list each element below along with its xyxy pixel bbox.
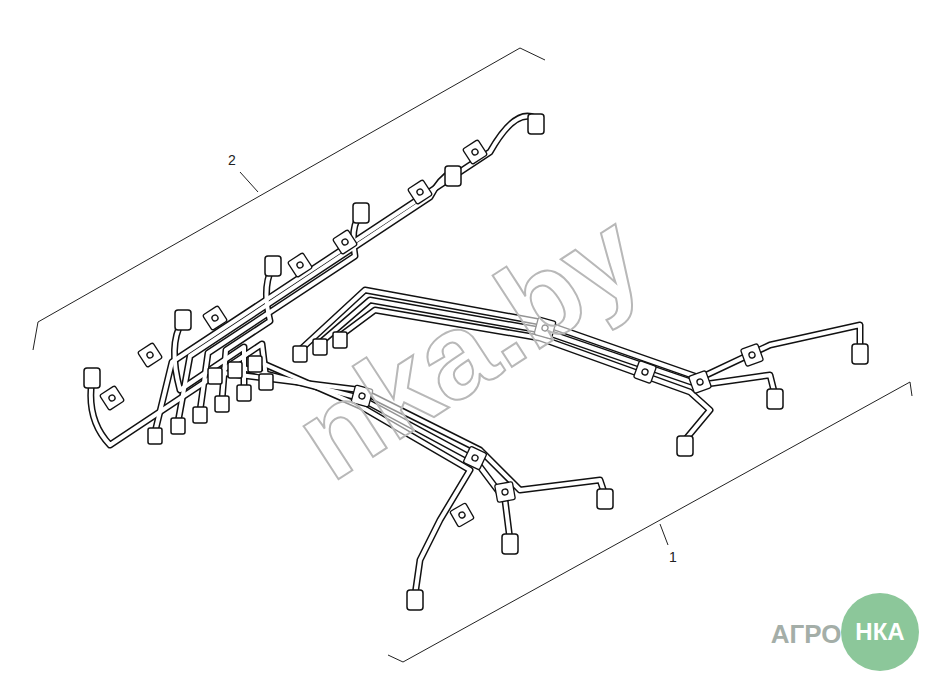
union-nut <box>171 418 185 434</box>
clamp-bolt <box>748 351 756 359</box>
pipe-clamp <box>495 482 516 503</box>
clamps <box>100 140 764 528</box>
bracket-line <box>388 382 912 662</box>
union-nut <box>852 344 868 364</box>
group-bracket <box>33 48 912 662</box>
union-nut <box>677 436 693 456</box>
clamp-body <box>688 370 711 393</box>
logo-text: АГРО <box>771 621 842 647</box>
union-nut <box>248 356 262 372</box>
pipe-clamp <box>450 503 475 528</box>
clamp-bolt <box>458 511 466 519</box>
pipe-clamp <box>100 386 125 411</box>
pipe-clamp <box>740 343 763 366</box>
pipe-clamp <box>203 306 228 331</box>
union-nut <box>193 407 207 423</box>
union-nut <box>84 368 100 388</box>
union-nut <box>313 339 327 355</box>
clamp-body <box>100 386 125 411</box>
pipe-clamp <box>688 370 711 393</box>
clamp-body <box>463 446 487 470</box>
clamp-body <box>288 253 313 278</box>
clamp-body <box>463 140 488 165</box>
clamp-bolt <box>211 314 219 322</box>
clamp-bolt <box>416 188 424 196</box>
clamp-bolt <box>341 238 349 246</box>
fuel-pipe <box>91 344 266 445</box>
union-nut <box>148 428 162 444</box>
clamp-body <box>633 360 656 383</box>
pipe-clamp <box>288 253 313 278</box>
logo-circle: НКА <box>841 593 919 671</box>
callout-number: 1 <box>669 550 677 564</box>
clamp-bolt <box>296 261 304 269</box>
union-nut <box>767 389 783 409</box>
clamp-body <box>138 343 163 368</box>
clamp-bolt <box>471 454 479 462</box>
pipe-clamp <box>463 446 487 470</box>
pipe-clamp <box>408 180 433 205</box>
union-nut <box>407 590 423 610</box>
clamp-body <box>203 306 228 331</box>
nuts <box>84 114 868 610</box>
union-nut <box>353 203 369 223</box>
clamp-bolt <box>471 148 479 156</box>
union-nut <box>445 166 461 186</box>
union-nut <box>502 534 518 554</box>
union-nut <box>237 385 251 401</box>
pipe-clamp <box>633 360 656 383</box>
union-nut <box>333 332 347 348</box>
union-nut <box>259 374 273 390</box>
clamp-bolt <box>641 368 649 376</box>
leader-line <box>660 524 668 545</box>
fuel-pipe <box>222 268 272 400</box>
pipe-fill <box>91 116 860 595</box>
union-nut <box>597 489 613 509</box>
clamp-body <box>495 482 516 503</box>
pipe-clamp <box>463 140 488 165</box>
leader-line <box>240 172 258 192</box>
logo-text: НКА <box>855 618 904 646</box>
union-nut <box>293 346 307 362</box>
callout-number: 2 <box>228 153 236 167</box>
clamp-body <box>450 503 475 528</box>
clamp-bolt <box>108 394 116 402</box>
fuel-pipe <box>174 322 244 390</box>
clamp-bolt <box>502 489 509 496</box>
pipe-clamp <box>333 230 358 255</box>
clamp-bolt <box>146 351 154 359</box>
union-nut <box>228 362 242 378</box>
union-nut <box>215 396 229 412</box>
union-nut <box>208 368 222 384</box>
union-nut <box>175 310 191 330</box>
union-nut <box>528 114 544 134</box>
pipe-outline <box>91 116 860 595</box>
clamp-body <box>333 230 358 255</box>
clamp-body <box>408 180 433 205</box>
pipe-clamp <box>138 343 163 368</box>
clamp-bolt <box>696 378 704 386</box>
clamp-body <box>740 343 763 366</box>
union-nut <box>265 256 281 276</box>
